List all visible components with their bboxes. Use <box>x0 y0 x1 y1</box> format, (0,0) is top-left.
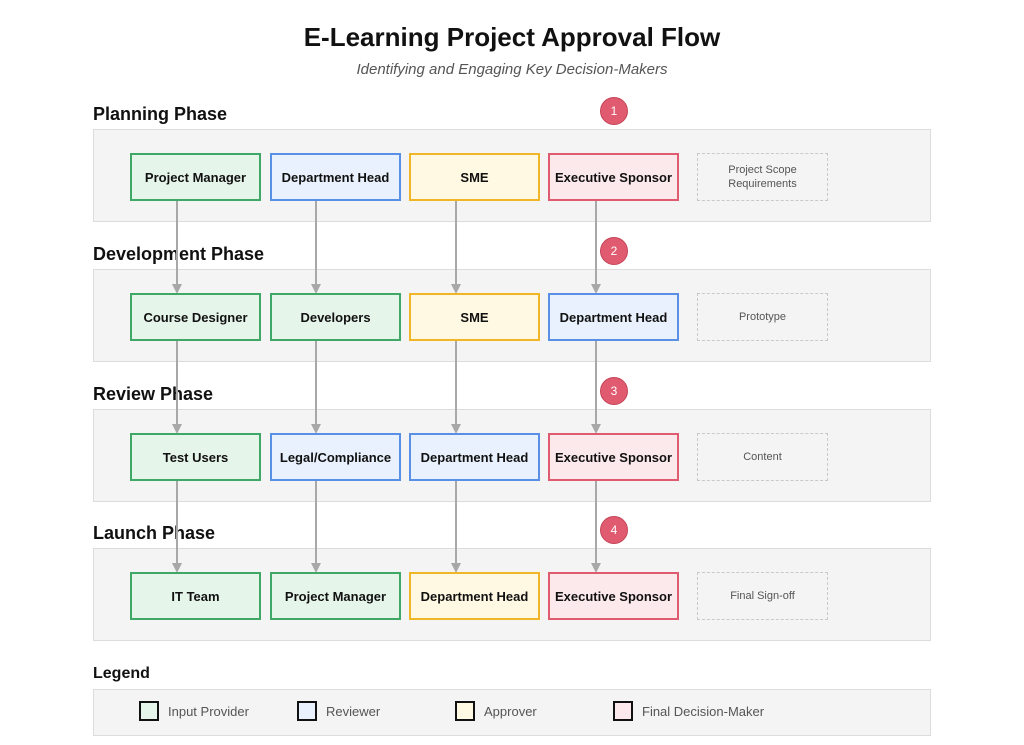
legend-swatch-approver <box>455 701 475 721</box>
role-box: IT Team <box>130 572 261 620</box>
legend-label: Reviewer <box>326 703 381 719</box>
legend-label: Input Provider <box>168 703 249 719</box>
role-box: Project Manager <box>130 153 261 201</box>
role-box: Executive Sponsor <box>548 433 679 481</box>
role-box: Executive Sponsor <box>548 153 679 201</box>
phase-title-launch: Launch Phase <box>93 523 216 543</box>
legend-item-reviewer: Reviewer <box>297 701 380 721</box>
legend-label: Approver <box>484 703 537 719</box>
phase-title-planning: Planning Phase <box>93 104 228 124</box>
page-title: E-Learning Project Approval Flow <box>303 22 721 52</box>
role-box: Executive Sponsor <box>548 572 679 620</box>
legend-swatch-final <box>613 701 633 721</box>
legend-label: Final Decision-Maker <box>642 703 765 719</box>
phase-title-review: Review Phase <box>93 384 214 404</box>
legend-item-final: Final Decision-Maker <box>613 701 764 721</box>
legend-band <box>93 689 931 736</box>
role-box: Project Manager <box>270 572 401 620</box>
step-badge: 4 <box>600 516 628 544</box>
step-badge: 1 <box>600 97 628 125</box>
legend-title: Legend <box>93 665 150 682</box>
deliverable-box: Content <box>697 433 828 481</box>
role-box: Department Head <box>548 293 679 341</box>
phase-title-development: Development Phase <box>93 244 265 264</box>
step-badge: 3 <box>600 377 628 405</box>
role-box: SME <box>409 153 540 201</box>
role-box: Course Designer <box>130 293 261 341</box>
step-badge: 2 <box>600 237 628 265</box>
role-box: Legal/Compliance <box>270 433 401 481</box>
role-box: Department Head <box>409 433 540 481</box>
role-box: Department Head <box>270 153 401 201</box>
role-box: Developers <box>270 293 401 341</box>
legend-item-input: Input Provider <box>139 701 249 721</box>
role-box: Department Head <box>409 572 540 620</box>
deliverable-box: Project Scope Requirements <box>697 153 828 201</box>
role-box: Test Users <box>130 433 261 481</box>
role-box: SME <box>409 293 540 341</box>
page-subtitle: Identifying and Engaging Key Decision-Ma… <box>356 61 668 78</box>
deliverable-box: Final Sign-off <box>697 572 828 620</box>
legend-swatch-reviewer <box>297 701 317 721</box>
legend-item-approver: Approver <box>455 701 537 721</box>
legend-swatch-input <box>139 701 159 721</box>
deliverable-box: Prototype <box>697 293 828 341</box>
